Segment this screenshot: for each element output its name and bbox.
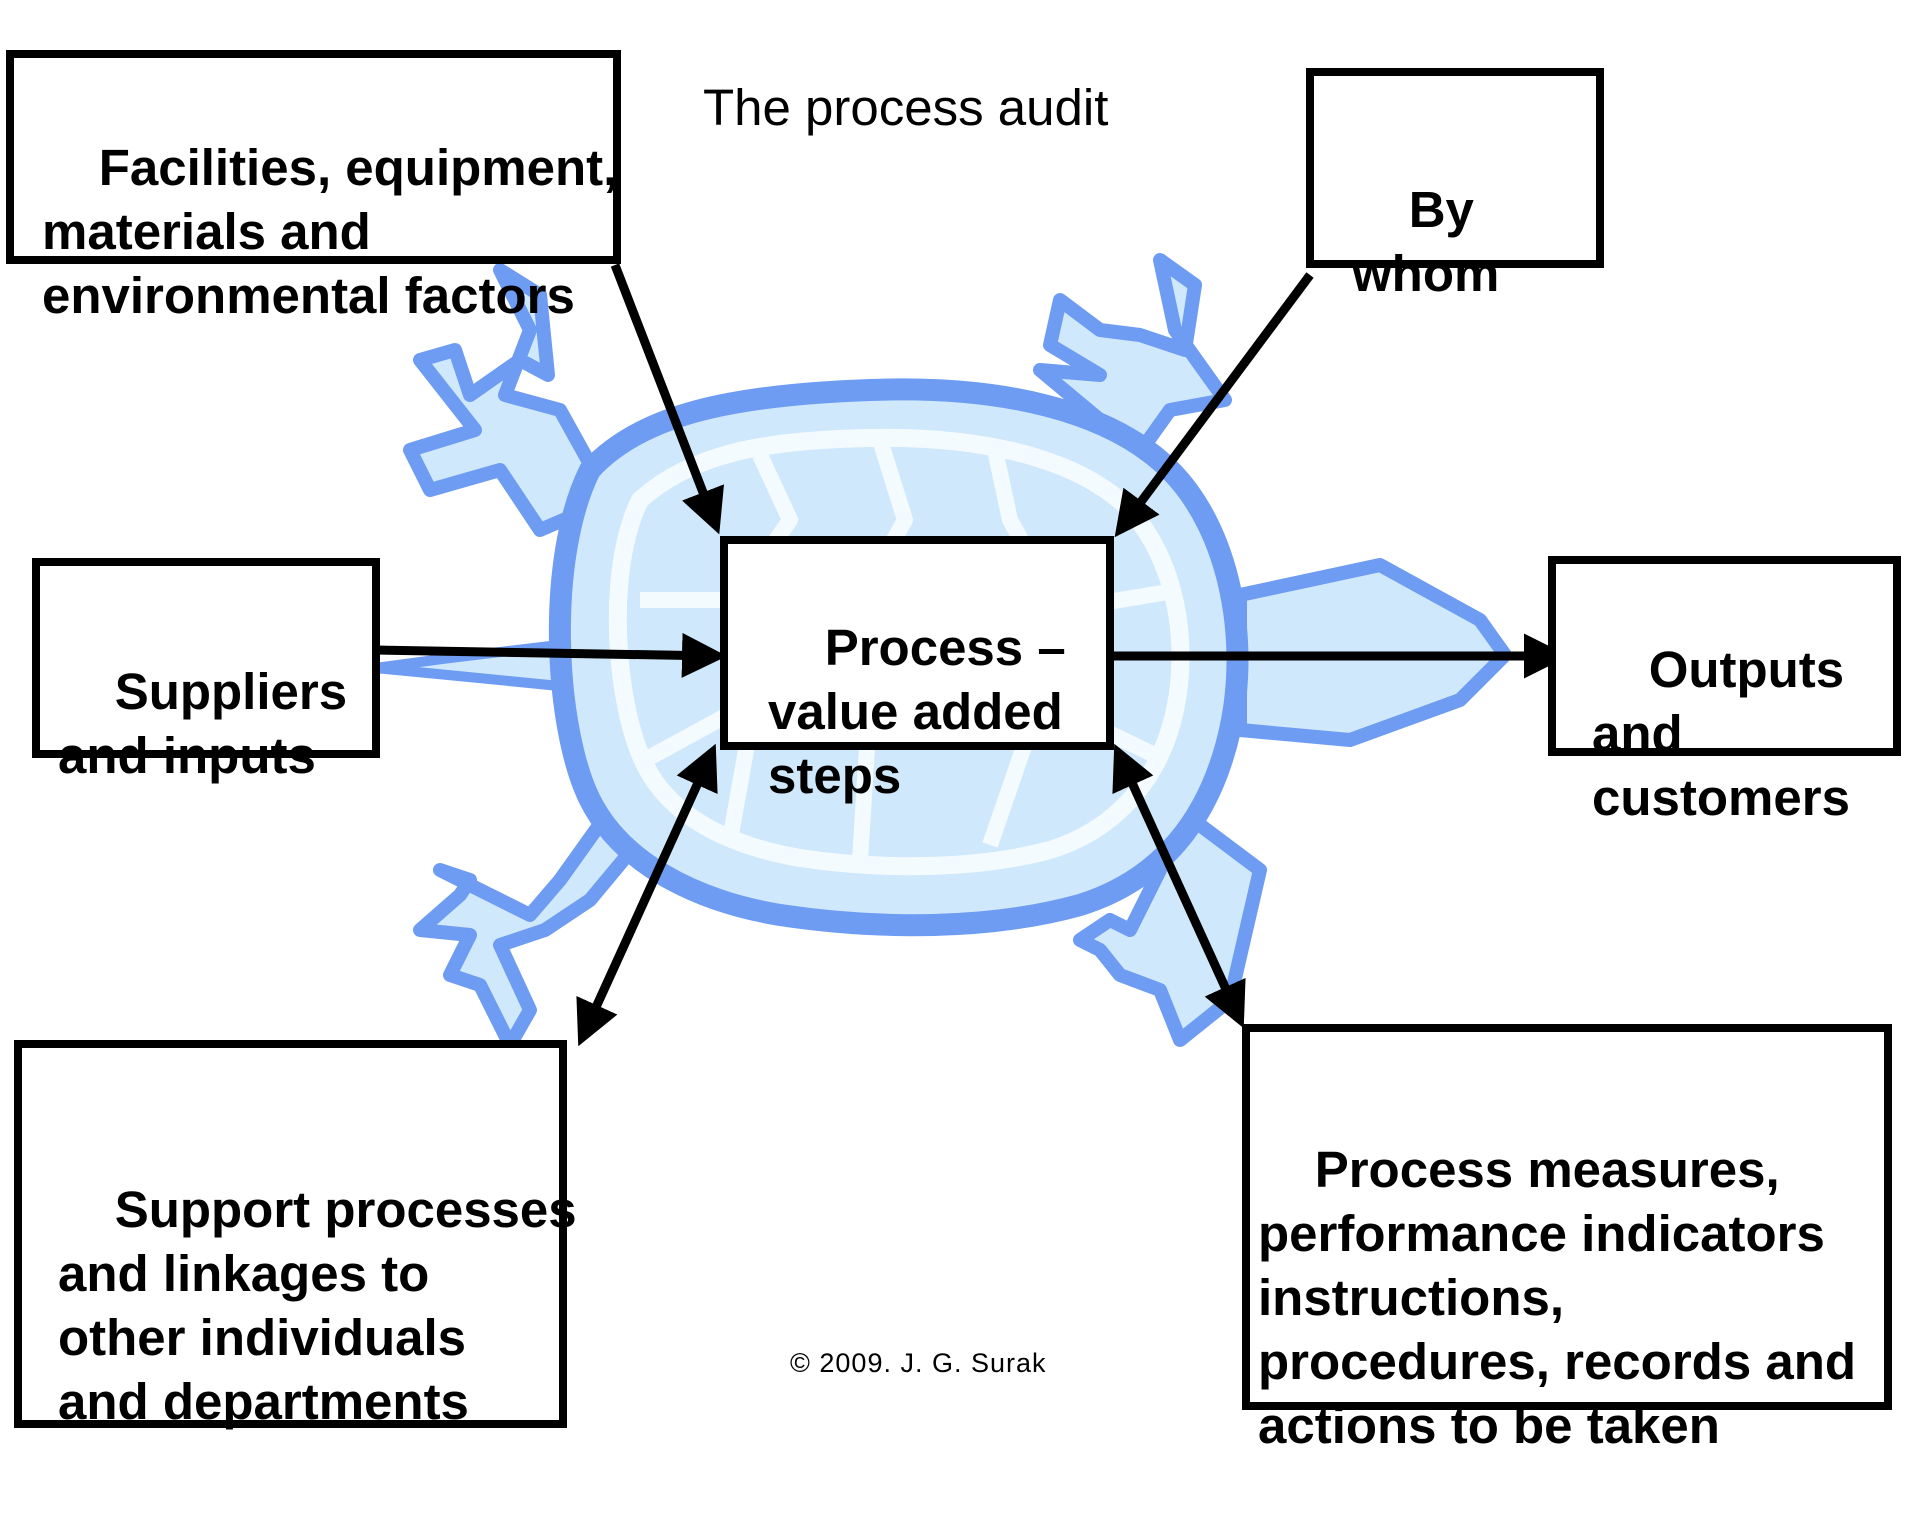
process-box: Process – value added steps — [720, 536, 1114, 804]
arrow-by-whom-to-process — [1114, 272, 1314, 538]
diagram-title: The process audit — [703, 79, 1109, 136]
by-whom-label: By whom — [1352, 181, 1500, 302]
arrow-facilities-to-process — [610, 263, 724, 535]
facilities-box: Facilities, equipment, materials and env… — [6, 50, 621, 324]
outputs-box: Outputs and customers — [1548, 556, 1901, 826]
turtle-front-left-flipper — [403, 263, 617, 537]
turtle-diagram: The process audit Facilities, equipment,… — [6, 50, 1901, 1454]
process-label: Process – value added steps — [768, 619, 1066, 804]
arrow-suppliers-to-process — [371, 632, 727, 678]
suppliers-label: Suppliers and inputs — [58, 663, 348, 784]
support-box: Support processes and linkages to other … — [14, 1040, 577, 1430]
arrow-process-measures-bidirectional — [1112, 743, 1246, 1029]
suppliers-box: Suppliers and inputs — [32, 558, 380, 784]
measures-label: Process measures, performance indicators… — [1258, 1141, 1857, 1454]
outputs-label: Outputs and customers — [1592, 641, 1850, 826]
facilities-label: Facilities, equipment, materials and env… — [42, 139, 618, 324]
arrow-process-support-bidirectional — [576, 743, 718, 1047]
support-label: Support processes and linkages to other … — [58, 1181, 577, 1430]
turtle-back-left-flipper — [413, 803, 647, 1052]
copyright-notice: © 2009. J. G. Surak — [790, 1348, 1047, 1378]
measures-box: Process measures, performance indicators… — [1242, 1024, 1892, 1454]
turtle-front-right-flipper — [1033, 253, 1232, 487]
by-whom-box: By whom — [1306, 68, 1604, 302]
